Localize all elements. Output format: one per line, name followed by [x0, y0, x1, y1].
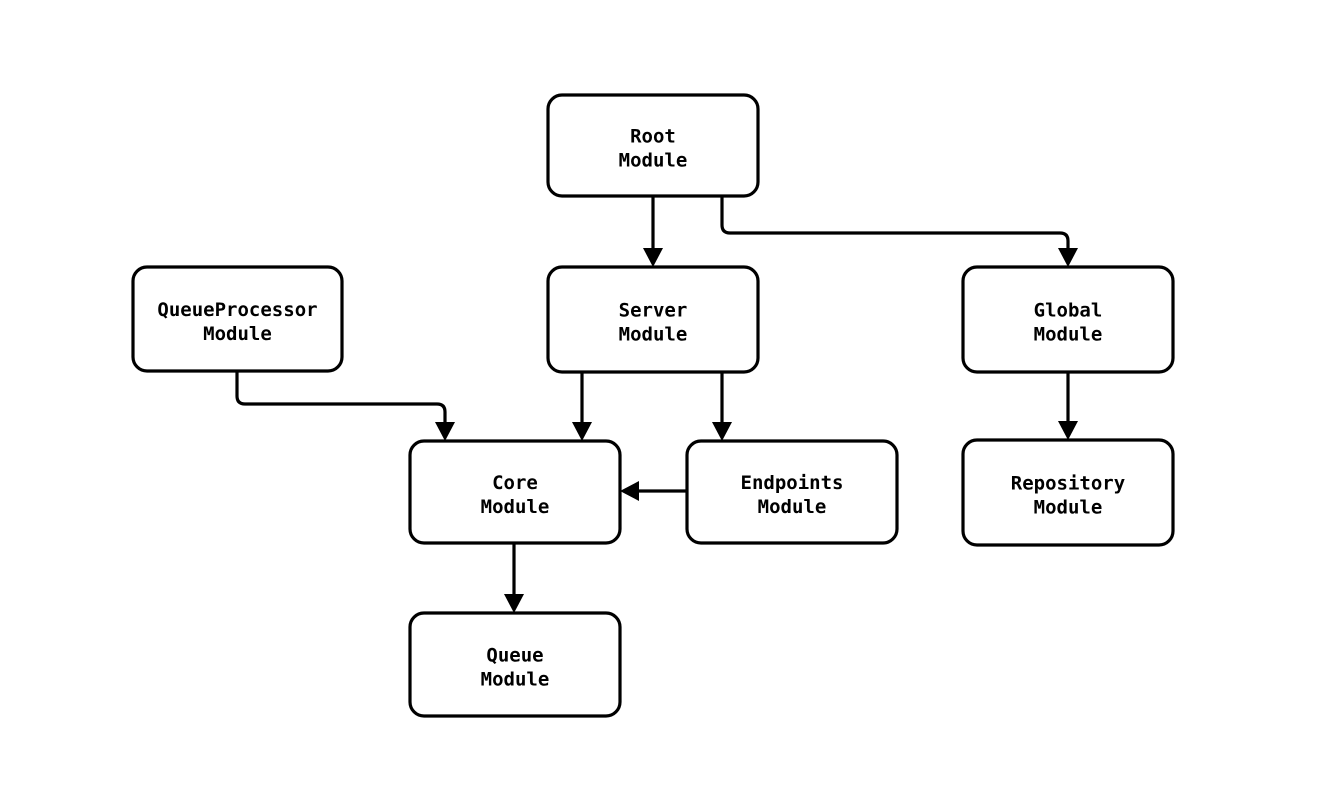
- edge-server-to-endpoints: [712, 372, 732, 441]
- node-core-module[interactable]: Core Module: [408, 439, 622, 545]
- node-box[interactable]: [685, 439, 899, 545]
- arrowhead-icon: [620, 481, 639, 501]
- arrowhead-icon: [1058, 421, 1078, 440]
- edge-core-to-queue: [504, 543, 524, 613]
- arrowhead-icon: [1058, 248, 1078, 267]
- arrowhead-icon: [435, 422, 455, 441]
- node-box[interactable]: [408, 611, 622, 718]
- edge-line: [720, 196, 1070, 251]
- node-label-line2: Module: [619, 150, 688, 172]
- node-label-line1: Queue: [486, 645, 543, 667]
- nodes-layer: Root Module QueueProcessor Module Server…: [131, 93, 1175, 718]
- arrowhead-icon: [643, 248, 663, 267]
- node-label-line2: Module: [481, 669, 550, 691]
- edge-line: [235, 371, 447, 425]
- node-label-line1: Root: [630, 126, 676, 148]
- node-label-line1: Endpoints: [741, 472, 844, 494]
- node-label-line1: Global: [1034, 300, 1103, 322]
- arrowhead-icon: [504, 594, 524, 613]
- edge-queueprocessor-to-core: [235, 371, 455, 441]
- node-box[interactable]: [546, 265, 760, 374]
- node-label-line2: Module: [758, 496, 827, 518]
- node-repository-module[interactable]: Repository Module: [961, 438, 1175, 547]
- edge-global-to-repository: [1058, 372, 1078, 440]
- node-global-module[interactable]: Global Module: [961, 265, 1175, 374]
- node-endpoints-module[interactable]: Endpoints Module: [685, 439, 899, 545]
- edge-root-to-server: [643, 196, 663, 267]
- node-label-line1: Repository: [1011, 473, 1125, 495]
- node-box[interactable]: [546, 93, 760, 198]
- arrowhead-icon: [572, 422, 592, 441]
- edge-endpoints-to-core: [620, 481, 687, 501]
- edge-server-to-core: [572, 372, 592, 441]
- arrowhead-icon: [712, 422, 732, 441]
- node-label-line1: Server: [619, 300, 688, 322]
- node-label-line2: Module: [1034, 497, 1103, 519]
- node-server-module[interactable]: Server Module: [546, 265, 760, 374]
- node-label-line2: Module: [1034, 324, 1103, 346]
- node-label-line1: QueueProcessor: [157, 299, 317, 321]
- edges-layer: [235, 196, 1078, 613]
- node-box[interactable]: [961, 438, 1175, 547]
- node-queue-module[interactable]: Queue Module: [408, 611, 622, 718]
- node-label-line2: Module: [203, 323, 272, 345]
- node-box[interactable]: [408, 439, 622, 545]
- node-root-module[interactable]: Root Module: [546, 93, 760, 198]
- node-queueprocessor-module[interactable]: QueueProcessor Module: [131, 265, 344, 373]
- node-label-line2: Module: [619, 324, 688, 346]
- node-box[interactable]: [961, 265, 1175, 374]
- node-label-line2: Module: [481, 496, 550, 518]
- node-box[interactable]: [131, 265, 344, 373]
- edge-root-to-global: [720, 196, 1078, 267]
- node-label-line1: Core: [492, 472, 538, 494]
